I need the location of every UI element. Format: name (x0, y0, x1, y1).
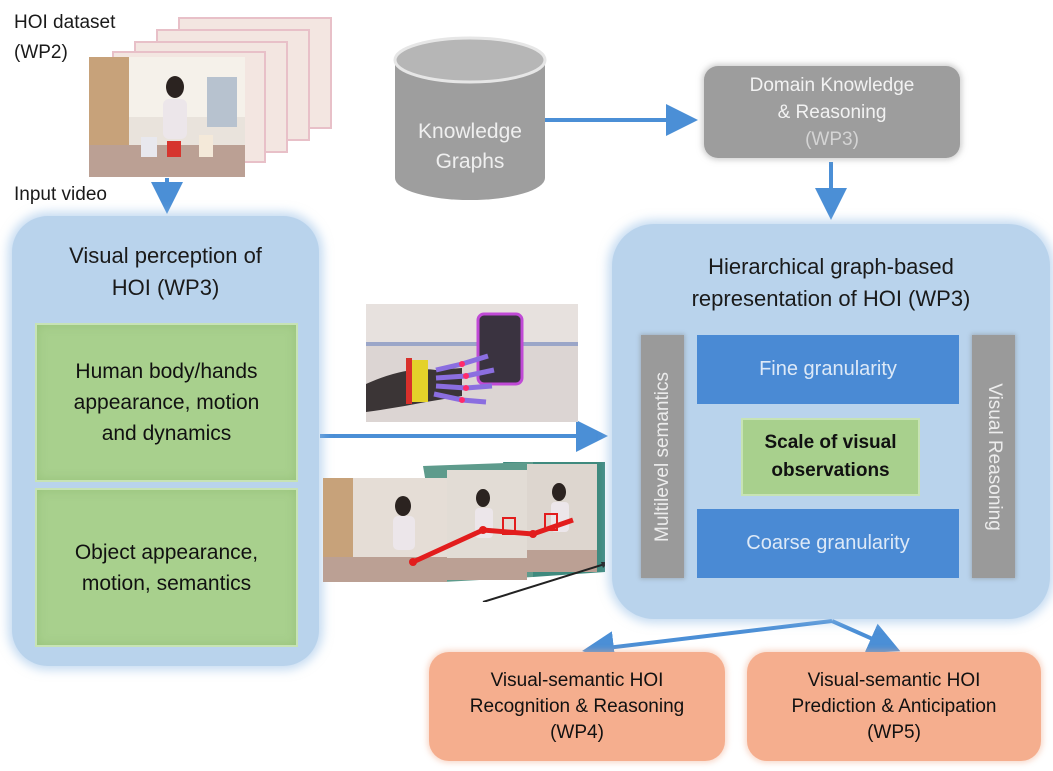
object-appearance-box: Object appearance, motion, semantics (35, 488, 298, 647)
visual-reasoning-label: Visual Reasoning (983, 382, 1005, 531)
arrow-to-recognition (582, 619, 833, 664)
scale-of-observations-box: Scale of visual observations (741, 418, 920, 496)
visual-perception-title-line1: Visual perception of (69, 243, 262, 268)
knowledge-graphs-label: Knowledge Graphs (395, 117, 545, 177)
hand-pose-image (366, 304, 578, 422)
hierarchical-title-line1: Hierarchical graph-based (708, 254, 954, 279)
coarse-granularity-band: Coarse granularity (697, 509, 959, 578)
input-video-label: Input video (14, 184, 107, 205)
object-appearance-line2: motion, semantics (81, 571, 252, 595)
scale-line2: observations (771, 460, 890, 481)
object-appearance-line1: Object appearance, (74, 540, 259, 564)
input-video-frame (89, 57, 245, 177)
cylinder-icon (393, 36, 547, 200)
prediction-line1: Visual-semantic HOI (807, 669, 981, 691)
fine-granularity-band: Fine granularity (697, 335, 959, 404)
recognition-line2: Recognition & Reasoning (469, 695, 685, 717)
arrow-to-prediction (831, 619, 901, 653)
trajectory-image (323, 462, 605, 602)
human-body-box: Human body/hands appearance, motion and … (35, 323, 298, 482)
multilevel-semantics-bar: Multilevel semantics (641, 335, 684, 578)
domain-knowledge-line3: (WP3) (805, 128, 859, 150)
recognition-box: Visual-semantic HOI Recognition & Reason… (429, 652, 725, 761)
multilevel-semantics-label: Multilevel semantics (651, 371, 673, 542)
hierarchical-title: Hierarchical graph-based representation … (612, 251, 1050, 315)
human-body-line3: and dynamics (101, 422, 232, 445)
prediction-box: Visual-semantic HOI Prediction & Anticip… (747, 652, 1041, 761)
human-body-line1: Human body/hands (75, 360, 258, 383)
visual-reasoning-bar: Visual Reasoning (972, 335, 1015, 578)
dataset-label-line1: HOI dataset (14, 12, 116, 33)
recognition-line1: Visual-semantic HOI (490, 669, 664, 691)
knowledge-graphs-line1: Knowledge (418, 120, 522, 143)
scale-line1: Scale of visual (764, 432, 897, 453)
hierarchical-title-line2: representation of HOI (WP3) (691, 286, 971, 311)
dataset-label-line2: (WP2) (14, 42, 68, 63)
domain-knowledge-box: Domain Knowledge & Reasoning (WP3) (704, 66, 960, 158)
human-body-line2: appearance, motion (73, 391, 260, 414)
prediction-line2: Prediction & Anticipation (791, 695, 997, 717)
domain-knowledge-line2: & Reasoning (777, 101, 887, 123)
recognition-line3: (WP4) (550, 721, 604, 743)
knowledge-graphs-line2: Graphs (435, 150, 505, 173)
domain-knowledge-line1: Domain Knowledge (749, 74, 915, 96)
visual-perception-title-line2: HOI (WP3) (111, 275, 220, 300)
prediction-line3: (WP5) (867, 721, 921, 743)
visual-perception-title: Visual perception of HOI (WP3) (12, 240, 319, 304)
